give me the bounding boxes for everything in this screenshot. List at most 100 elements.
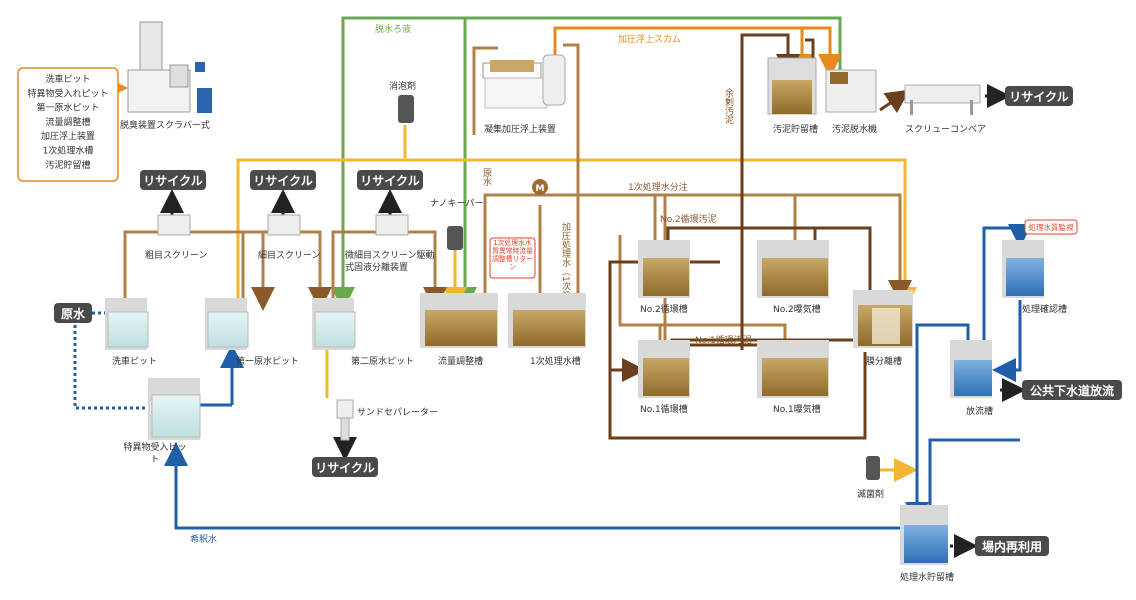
raw-water-label: 原水 bbox=[481, 168, 492, 186]
return-note: 1次処理水水質異常時流量調整槽リターン bbox=[492, 239, 533, 271]
disinfectant-icon bbox=[866, 456, 880, 480]
primary-dist-label: 1次処理水分注 bbox=[628, 181, 688, 193]
sludge-storage-label: 汚泥貯留槽 bbox=[773, 123, 818, 135]
car-wash-label: 洗車ピット bbox=[112, 355, 157, 367]
legend-item: 汚泥貯留槽 bbox=[45, 159, 90, 171]
pressurized-label: 加圧処理水（1次処理水） bbox=[560, 222, 571, 327]
raw-water-tag: 原水 bbox=[54, 303, 92, 323]
legend-item: 第一原水ピット bbox=[36, 102, 99, 114]
svg-text:公共下水道放流: 公共下水道放流 bbox=[1030, 383, 1114, 398]
coarse-screen-icon bbox=[157, 214, 191, 236]
legend-item: 流量調整槽 bbox=[45, 116, 90, 128]
sewer-tag: 公共下水道放流 bbox=[1022, 380, 1122, 400]
no1-sludge-label: No.1循環汚泥 bbox=[695, 334, 752, 346]
svg-text:リサイクル: リサイクル bbox=[315, 461, 374, 475]
primary-dist-line bbox=[483, 193, 912, 305]
excess-sludge-label: 余剰汚泥 bbox=[723, 87, 734, 125]
primary-tank bbox=[508, 293, 586, 348]
no1-aer-label: No.1曝気槽 bbox=[773, 403, 821, 415]
legend-box bbox=[17, 67, 119, 182]
no1-circ-label: No.1循環槽 bbox=[640, 403, 688, 415]
deodorizer-icon bbox=[127, 21, 212, 113]
first-raw-pit bbox=[205, 298, 249, 350]
no2-circulation-tank bbox=[638, 240, 690, 298]
screw-conveyor-icon bbox=[904, 84, 981, 115]
reuse-tag: 場内再利用 bbox=[975, 536, 1049, 556]
nano-label: ナノキーパー bbox=[430, 198, 483, 209]
membrane-label: 膜分離槽 bbox=[866, 355, 902, 367]
treated-storage-tank bbox=[900, 505, 948, 565]
first-raw-label: 第一原水ピット bbox=[236, 355, 299, 367]
motor-label: M bbox=[536, 184, 545, 194]
legend-item: 洗車ピット bbox=[45, 73, 90, 85]
float-unit-icon bbox=[482, 54, 566, 109]
recycle-tag-3: リサイクル bbox=[357, 170, 423, 190]
dewater-machine-icon bbox=[825, 69, 877, 113]
raw-to-float bbox=[472, 46, 498, 135]
defoamer-label: 消泡剤 bbox=[389, 80, 416, 92]
special-pit bbox=[148, 378, 201, 440]
second-raw-pit bbox=[312, 298, 356, 350]
float-label: 凝集加圧浮上装置 bbox=[484, 123, 556, 135]
defoamer-icon bbox=[398, 95, 414, 123]
recycle-tag-4: リサイクル bbox=[312, 457, 378, 477]
discharge-tank bbox=[950, 340, 992, 398]
second-raw-label: 第二原水ピット bbox=[351, 355, 414, 367]
svg-text:リサイクル: リサイクル bbox=[360, 174, 419, 188]
screen2-line bbox=[241, 230, 332, 311]
treated-storage-label: 処理水貯留槽 bbox=[900, 571, 954, 583]
legend-item: 特異物受入れピット bbox=[27, 87, 108, 99]
sludge-storage-tank bbox=[767, 57, 817, 115]
micro-screen-icon bbox=[375, 214, 409, 236]
no2-sludge-label: No.2循環汚泥 bbox=[660, 213, 717, 225]
screen1-line bbox=[123, 230, 275, 311]
quality-check-label: 処理確認槽 bbox=[1022, 303, 1067, 315]
car-wash-pit bbox=[105, 298, 149, 350]
svg-text:リサイクル: リサイクル bbox=[253, 174, 312, 188]
legend-item: 加圧浮上装置 bbox=[41, 130, 95, 142]
flow-adj-label: 流量調整槽 bbox=[438, 355, 483, 367]
quality-check-tank bbox=[1002, 240, 1044, 298]
scum-label: 加圧浮上スカム bbox=[618, 33, 681, 45]
svg-text:原水: 原水 bbox=[61, 306, 86, 321]
scum-line bbox=[553, 26, 842, 78]
no2-circ-label: No.2循環槽 bbox=[640, 303, 688, 315]
motor-icon bbox=[532, 179, 548, 195]
coarse-screen-label: 粗目スクリーン bbox=[145, 249, 208, 261]
membrane-tank bbox=[853, 290, 913, 348]
flow-adjust-tank bbox=[420, 293, 498, 348]
conveyor-label: スクリューコンベア bbox=[905, 124, 986, 135]
dilution-line bbox=[164, 442, 915, 530]
nano-keeper-icon bbox=[447, 226, 463, 250]
recycle-tag-2: リサイクル bbox=[250, 170, 316, 190]
quality-monitor-label: 処理水質監視 bbox=[1029, 222, 1074, 232]
legend-item: 1次処理水槽 bbox=[43, 145, 94, 157]
fine-screen-icon bbox=[267, 214, 301, 236]
micro-screen-label: 微細目スクリーン駆動式固液分離装置 bbox=[345, 251, 435, 273]
recycle-tag-conveyor: リサイクル bbox=[1005, 86, 1073, 106]
return-note-box bbox=[489, 237, 536, 279]
no1-circulation-tank bbox=[638, 340, 690, 398]
no2-aer-label: No.2曝気槽 bbox=[773, 303, 821, 315]
filtrate-label: 脱水ろ液 bbox=[375, 23, 411, 35]
no1-aeration-tank bbox=[757, 340, 829, 398]
special-pit-label: 特異物受入ピット bbox=[123, 443, 187, 465]
dewater-label: 汚泥脱水機 bbox=[832, 123, 877, 135]
discharge-label: 放流槽 bbox=[966, 405, 993, 417]
fine-screen-label: 細目スクリーン bbox=[258, 249, 321, 261]
primary-tank-label: 1次処理水槽 bbox=[530, 355, 581, 367]
dilution-label: 希釈水 bbox=[190, 533, 217, 545]
quality-monitor-box bbox=[1024, 219, 1078, 235]
svg-text:リサイクル: リサイクル bbox=[1009, 90, 1068, 104]
float-to-primary bbox=[563, 43, 580, 305]
disinfectant-label: 滅菌剤 bbox=[857, 488, 884, 500]
recycle-tag-1: リサイクル bbox=[140, 170, 206, 190]
svg-text:リサイクル: リサイクル bbox=[143, 174, 202, 188]
sand-separator-icon bbox=[336, 399, 354, 441]
deodorizer-label: 脱臭装置スクラバー式 bbox=[120, 119, 210, 131]
sand-sep-label: サンドセパレーター bbox=[357, 407, 438, 418]
svg-text:場内再利用: 場内再利用 bbox=[982, 539, 1042, 554]
no2-aeration-tank bbox=[757, 240, 829, 298]
